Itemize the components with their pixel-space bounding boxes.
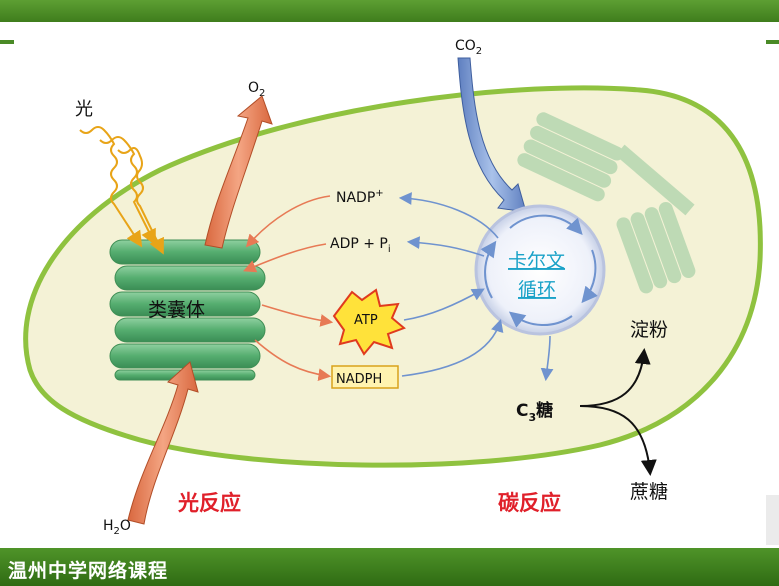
starch-label: 淀粉 (630, 319, 668, 341)
atp-burst (332, 288, 406, 356)
header-divider-left (0, 40, 14, 44)
calvin-cycle-link-line2[interactable]: 循环 (518, 279, 556, 301)
thylakoid-label: 类囊体 (148, 299, 205, 321)
co2-arrow (457, 57, 527, 213)
footer-bar (0, 548, 779, 586)
o2-arrow (204, 95, 273, 249)
nadph-box (331, 365, 399, 389)
sucrose-label: 蔗糖 (630, 481, 668, 503)
light-reaction-title: 光反应 (177, 491, 241, 515)
header-divider-right (766, 40, 779, 44)
faded-granum (517, 112, 696, 294)
sugar-output-arrows (579, 348, 657, 476)
light-label: 光 (75, 99, 93, 120)
carbon-reaction-arrows (398, 192, 554, 382)
atp-label: ATP (354, 313, 378, 328)
calvin-cycle-link-line1[interactable]: 卡尔文 (508, 250, 565, 272)
adp-label: ADP + Pi (330, 236, 391, 255)
light-rays (79, 126, 164, 255)
nadp-label: NADP+ (336, 188, 384, 206)
co2-label: CO2 (455, 38, 482, 57)
h2o-arrow (127, 361, 199, 525)
decorative-pattern (766, 495, 779, 545)
nadph-label: NADPH (336, 372, 382, 387)
light-reaction-arrows (243, 195, 334, 381)
photosynthesis-diagram: 光 O2 H2O CO2 类囊体 卡尔文 循环 NADP+ ADP + Pi A… (23, 38, 779, 545)
calvin-cycle (474, 204, 606, 336)
h2o-label: H2O (103, 518, 131, 537)
c3-sugar-label: C3糖 (516, 400, 553, 424)
footer-title: 温州中学网络课程 (8, 560, 169, 582)
carbon-reaction-title: 碳反应 (498, 491, 561, 515)
header-bar (0, 0, 779, 22)
o2-label: O2 (248, 80, 265, 99)
thylakoid-stack (109, 239, 266, 381)
